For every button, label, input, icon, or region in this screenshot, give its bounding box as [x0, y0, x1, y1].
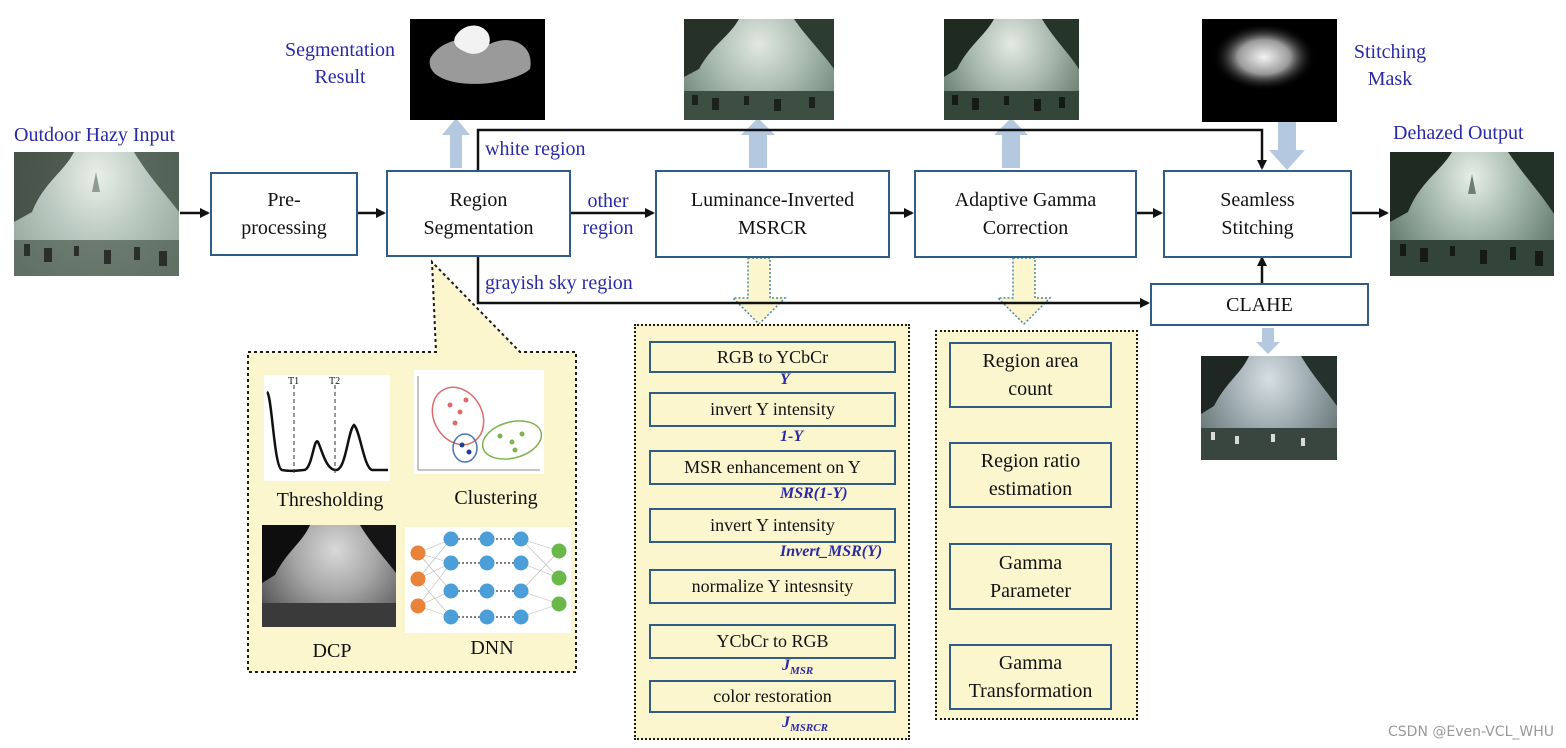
var-j-msrcr: JMSRCR — [782, 714, 828, 735]
watermark: CSDN @Even-VCL_WHU — [1388, 724, 1554, 740]
dnn-graphic — [405, 527, 571, 633]
threshold-t2-label: T2 — [329, 376, 341, 387]
msrcr-step-5: normalize Y intesnsity — [649, 569, 896, 604]
gamma-result-image — [944, 19, 1079, 120]
dehazed-output-image — [1390, 152, 1554, 276]
segmentation-result-image — [410, 19, 545, 120]
white-region-label: white region — [485, 138, 586, 160]
msrcr-step-1: RGB to YCbCr — [649, 341, 896, 373]
hazy-input-image — [14, 152, 179, 276]
seg-up-arrow — [442, 118, 470, 168]
msrcr-step-4: invert Y intensity — [649, 508, 896, 543]
mask-down-arrow — [1269, 122, 1305, 170]
arrow-grayish-sky — [476, 257, 1150, 308]
var-msr: MSR(1-Y) — [780, 485, 848, 502]
msrcr-step-2: invert Y intensity — [649, 392, 896, 427]
threshold-t1-label: T1 — [288, 376, 300, 387]
output-label: Dehazed Output — [1393, 122, 1524, 144]
thresholding-graphic — [264, 375, 390, 481]
var-invert-msr: Invert_MSR(Y) — [780, 543, 883, 560]
clahe-box: CLAHE — [1150, 283, 1369, 326]
clahe-result-image — [1201, 356, 1337, 460]
var-j-msr: JMSR — [782, 657, 814, 678]
dnn-label: DNN — [470, 637, 514, 659]
clahe-down-arrow — [1256, 328, 1280, 354]
msrcr-up-arrow — [741, 118, 775, 168]
var-y: Y — [780, 371, 790, 388]
msrcr-step-7: color restoration — [649, 680, 896, 713]
msrcr-result-image — [684, 19, 834, 120]
var-1-y: 1-Y — [780, 428, 804, 445]
msrcr-step-6: YCbCr to RGB — [649, 624, 896, 659]
dcp-label: DCP — [312, 640, 352, 662]
grayish-sky-label: grayish sky region — [485, 272, 633, 294]
input-label: Outdoor Hazy Input — [14, 124, 176, 146]
gamma-detail-arrow — [996, 257, 1052, 326]
preprocessing-box: Pre-processing — [210, 172, 358, 256]
clustering-graphic — [414, 370, 544, 474]
stitching-mask-image — [1202, 19, 1337, 122]
thresholding-label: Thresholding — [276, 489, 384, 511]
clustering-label: Clustering — [454, 487, 538, 509]
arrow-white-region — [476, 128, 1267, 170]
detail-arrows — [731, 257, 1052, 326]
msrcr-detail-arrow — [731, 257, 787, 326]
gamma-up-arrow — [994, 118, 1028, 168]
dcp-image — [262, 525, 396, 627]
msrcr-step-3: MSR enhancement on Y — [649, 450, 896, 485]
